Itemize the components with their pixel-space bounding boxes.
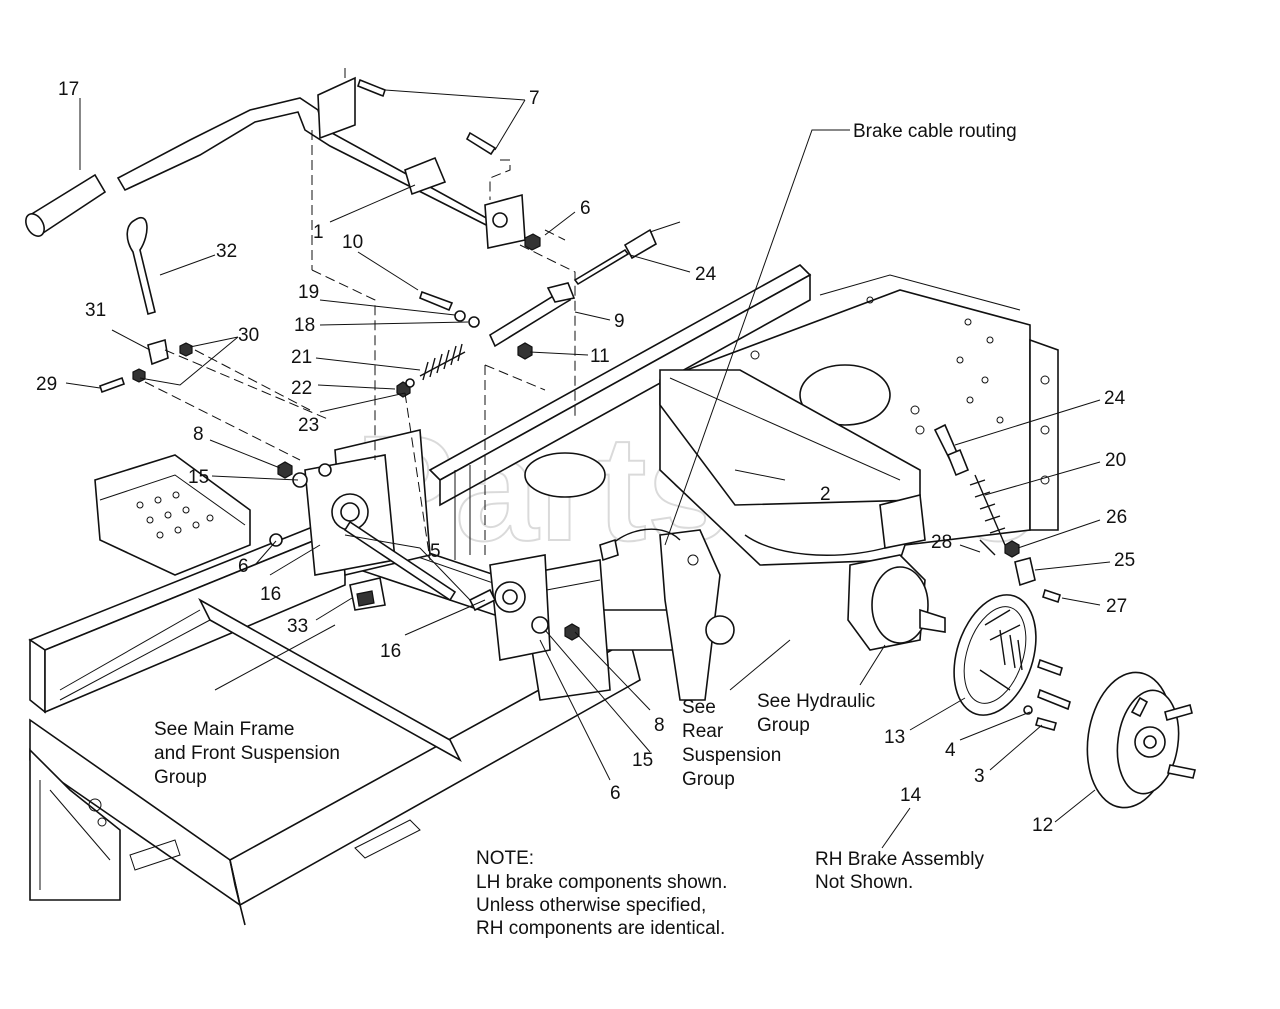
part-number-13: 13 bbox=[884, 727, 905, 748]
part-number-11: 11 bbox=[590, 346, 610, 367]
part-number-7: 7 bbox=[529, 88, 540, 109]
part-number-22: 22 bbox=[291, 378, 312, 399]
hydraulic-callout-line-1: See Hydraulic bbox=[757, 691, 875, 712]
main-frame-callout-line-1: See Main Frame bbox=[154, 719, 294, 740]
main-frame-callout-line-2: and Front Suspension bbox=[154, 743, 340, 764]
rear-frame-drawing bbox=[329, 264, 1059, 701]
part-number-18: 18 bbox=[294, 315, 315, 336]
part-number-1: 1 bbox=[313, 222, 324, 243]
assembly-lines bbox=[144, 68, 576, 561]
part-number-8-right: 8 bbox=[654, 715, 665, 736]
rh-brake-callout-line-2: Not Shown. bbox=[815, 872, 913, 893]
part-number-15-right: 15 bbox=[632, 750, 653, 771]
leader-lines bbox=[65, 89, 1111, 849]
part-number-20: 20 bbox=[1105, 450, 1126, 471]
part-number-8-left: 8 bbox=[193, 424, 204, 445]
hydraulic-callout-line-2: Group bbox=[757, 715, 810, 736]
plate-holes bbox=[136, 491, 214, 539]
part-number-19: 19 bbox=[298, 282, 319, 303]
rear-suspension-callout-line-4: Group bbox=[682, 769, 735, 790]
brake-lever-assembly bbox=[25, 76, 681, 398]
pivot-assembly bbox=[269, 454, 580, 661]
part-number-16-left: 16 bbox=[260, 584, 281, 605]
part-number-14: 14 bbox=[900, 785, 922, 806]
brake-cable bbox=[599, 528, 896, 562]
part-number-23: 23 bbox=[298, 415, 319, 436]
part-number-26: 26 bbox=[1106, 507, 1127, 528]
part-number-6-top: 6 bbox=[580, 198, 591, 219]
part-number-10: 10 bbox=[342, 232, 363, 253]
part-number-17: 17 bbox=[58, 79, 79, 100]
brake-assembly bbox=[847, 423, 1196, 809]
spring-21 bbox=[419, 343, 466, 381]
part-number-24-top: 24 bbox=[695, 264, 717, 285]
part-number-21: 21 bbox=[291, 347, 312, 368]
part-number-28: 28 bbox=[931, 532, 952, 553]
note-line-2: Unless otherwise specified, bbox=[476, 895, 706, 916]
part-number-33: 33 bbox=[287, 616, 308, 637]
part-number-31: 31 bbox=[85, 300, 106, 321]
part-number-29: 29 bbox=[36, 374, 57, 395]
part-number-labels: 17 7 1 6 10 32 24 19 31 9 18 30 11 21 29… bbox=[36, 79, 1135, 836]
part-number-25: 25 bbox=[1114, 550, 1135, 571]
part-number-6-bottom: 6 bbox=[610, 783, 621, 804]
rh-brake-callout-line-1: RH Brake Assembly bbox=[815, 849, 984, 870]
part-number-4: 4 bbox=[945, 740, 956, 761]
part-number-30: 30 bbox=[238, 325, 259, 346]
part-number-6-left: 6 bbox=[238, 556, 249, 577]
callout-text: Brake cable routing See Main Frame and F… bbox=[154, 121, 1017, 939]
part-number-3: 3 bbox=[974, 766, 985, 787]
main-frame-callout-line-3: Group bbox=[154, 767, 207, 788]
part-number-12: 12 bbox=[1032, 815, 1053, 836]
brake-cable-routing-label: Brake cable routing bbox=[853, 121, 1017, 142]
part-number-5: 5 bbox=[430, 541, 441, 562]
rear-suspension-callout-line-2: Rear bbox=[682, 721, 724, 742]
note-heading: NOTE: bbox=[476, 848, 534, 869]
note-line-1: LH brake components shown. bbox=[476, 872, 727, 893]
rear-suspension-callout-line-1: See bbox=[682, 697, 716, 718]
part-number-15-left: 15 bbox=[188, 467, 209, 488]
part-number-24-right: 24 bbox=[1104, 388, 1126, 409]
part-number-9: 9 bbox=[614, 311, 625, 332]
note-line-3: RH components are identical. bbox=[476, 918, 725, 939]
rear-suspension-callout-line-3: Suspension bbox=[682, 745, 781, 766]
part-number-16-center: 16 bbox=[380, 641, 401, 662]
part-number-2: 2 bbox=[820, 484, 831, 505]
part-number-27: 27 bbox=[1106, 596, 1127, 617]
part-number-32: 32 bbox=[216, 241, 237, 262]
